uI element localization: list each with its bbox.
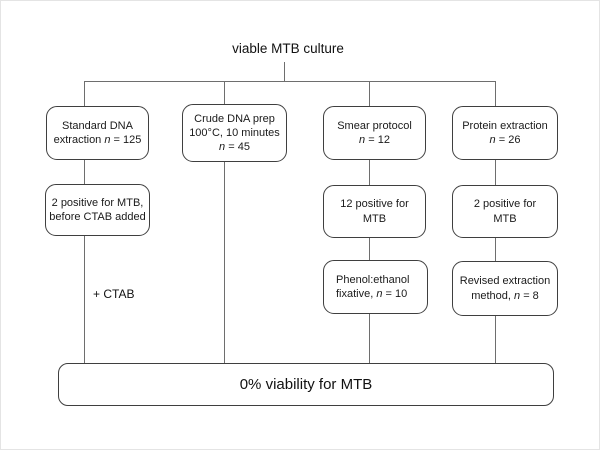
box-crude-dna-prep: Crude DNA prep 100°C, 10 minutes n = 45 (182, 104, 287, 162)
connector-col4-seg2 (495, 160, 496, 185)
box-text-line: n = 26 (489, 134, 521, 146)
connector-col2-seg2 (224, 162, 225, 363)
box-text-line: MTB (493, 212, 517, 225)
box-text-line: extraction n = 125 (53, 134, 142, 146)
connector-col4-seg4 (495, 316, 496, 363)
box-text-line: n = 12 (359, 134, 390, 146)
box-12-positive-for-mtb: 12 positive for MTB (323, 185, 426, 238)
box-text-line: Crude DNA prep (194, 112, 275, 125)
box-text-line: Protein extraction (462, 119, 548, 132)
box-text-line: n = 45 (219, 141, 250, 154)
connector-col2-seg1 (224, 81, 225, 104)
box-text-line: Smear protocol (337, 119, 412, 132)
box-result-viability: 0% viability for MTB (58, 363, 554, 406)
box-text-line: 12 positive for (340, 198, 409, 211)
box-text-line: Standard DNA (62, 119, 133, 132)
box-smear-protocol: Smear protocol n = 12 (323, 106, 426, 160)
connector-root-stub (284, 62, 285, 81)
connector-col1-seg2 (84, 160, 85, 184)
box-standard-dna-extraction: Standard DNA extraction n = 125 (46, 106, 149, 160)
box-text-line: method, n = 8 (471, 289, 539, 302)
connector-col4-seg3 (495, 238, 496, 261)
box-text-line: MTB (362, 212, 387, 225)
connector-col1-seg3 (84, 236, 85, 363)
connector-col3-seg4 (369, 314, 370, 363)
box-text-line: 2 positive for MTB, (51, 196, 144, 209)
box-text-line: fixative, n = 10 (336, 288, 408, 300)
root-node-label: viable MTB culture (232, 41, 344, 56)
box-text-line: 2 positive for (473, 198, 537, 211)
connector-col3-seg1 (369, 81, 370, 106)
box-revised-extraction-method: Revised extraction method, n = 8 (452, 261, 558, 316)
box-text-line: Phenol:ethanol (336, 273, 410, 286)
connector-col3-seg3 (369, 238, 370, 260)
connector-col3-seg2 (369, 160, 370, 185)
connector-col4-seg1 (495, 81, 496, 106)
box-text-line: 100°C, 10 minutes (189, 126, 280, 139)
result-label: 0% viability for MTB (239, 376, 373, 393)
box-protein-extraction: Protein extraction n = 26 (452, 106, 558, 160)
box-text-line: before CTAB added (49, 211, 146, 223)
box-phenol-ethanol-fixative: Phenol:ethanol fixative, n = 10 (323, 260, 428, 314)
connector-main-horizontal (84, 81, 496, 82)
box-2-positive-for-mtb: 2 positive for MTB (452, 185, 558, 238)
box-text-line: Revised extraction (459, 275, 551, 288)
box-2-positive-before-ctab: 2 positive for MTB, before CTAB added (45, 184, 150, 236)
ctab-added-label: + CTAB (93, 287, 135, 301)
connector-col1-seg1 (84, 81, 85, 106)
